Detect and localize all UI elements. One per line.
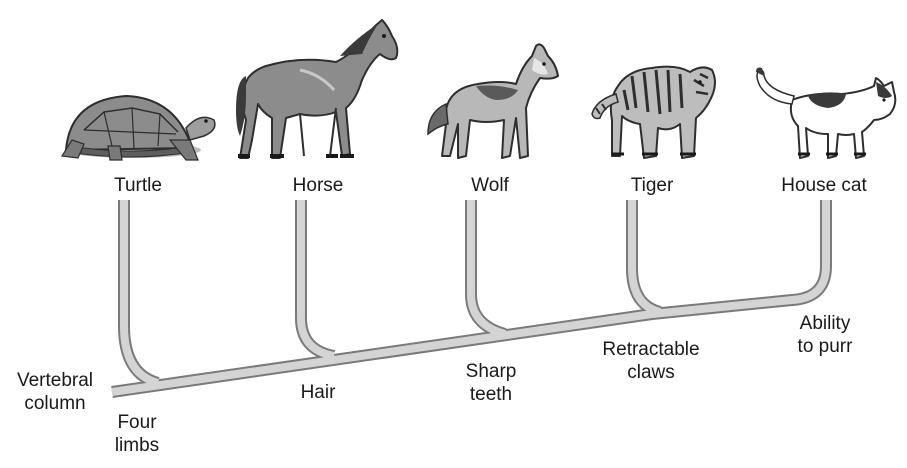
taxon-label-house-cat: House cat (781, 175, 867, 196)
trait-line: Retractable (602, 339, 700, 360)
trait-label-hair: Hair (301, 381, 336, 404)
trait-label-vertebral-column: Vertebral column (17, 369, 93, 415)
taxon-label-horse: Horse (292, 175, 344, 196)
trait-line: to purr (797, 336, 853, 357)
trait-line: teeth (469, 384, 513, 405)
taxon-label-tiger: Tiger (630, 175, 674, 196)
trait-label-ability-to-purr: Ability to purr (798, 312, 853, 358)
trait-line: claws (627, 362, 675, 383)
taxon-label-wolf: Wolf (471, 175, 509, 196)
trait-line: Hair (300, 382, 336, 403)
trait-label-retractable-claws: Retractable claws (602, 338, 699, 384)
turtle-icon (60, 94, 216, 161)
house-cat-icon (756, 67, 897, 159)
tiger-icon (591, 65, 716, 159)
wolf-icon (427, 43, 559, 159)
trait-label-four-limbs: Four limbs (115, 411, 159, 457)
trait-line: Vertebral (16, 370, 94, 391)
trait-label-sharp-teeth: Sharp teeth (466, 360, 517, 406)
branch-fill (111, 200, 830, 396)
trait-line: Sharp (465, 361, 517, 382)
cladogram-branches (111, 200, 832, 398)
horse-icon (236, 19, 399, 159)
trait-line: column (24, 393, 86, 414)
trait-line: Four (117, 412, 157, 433)
trait-line: Ability (799, 313, 851, 334)
trait-line: limbs (114, 435, 160, 456)
taxon-label-turtle: Turtle (114, 175, 162, 196)
